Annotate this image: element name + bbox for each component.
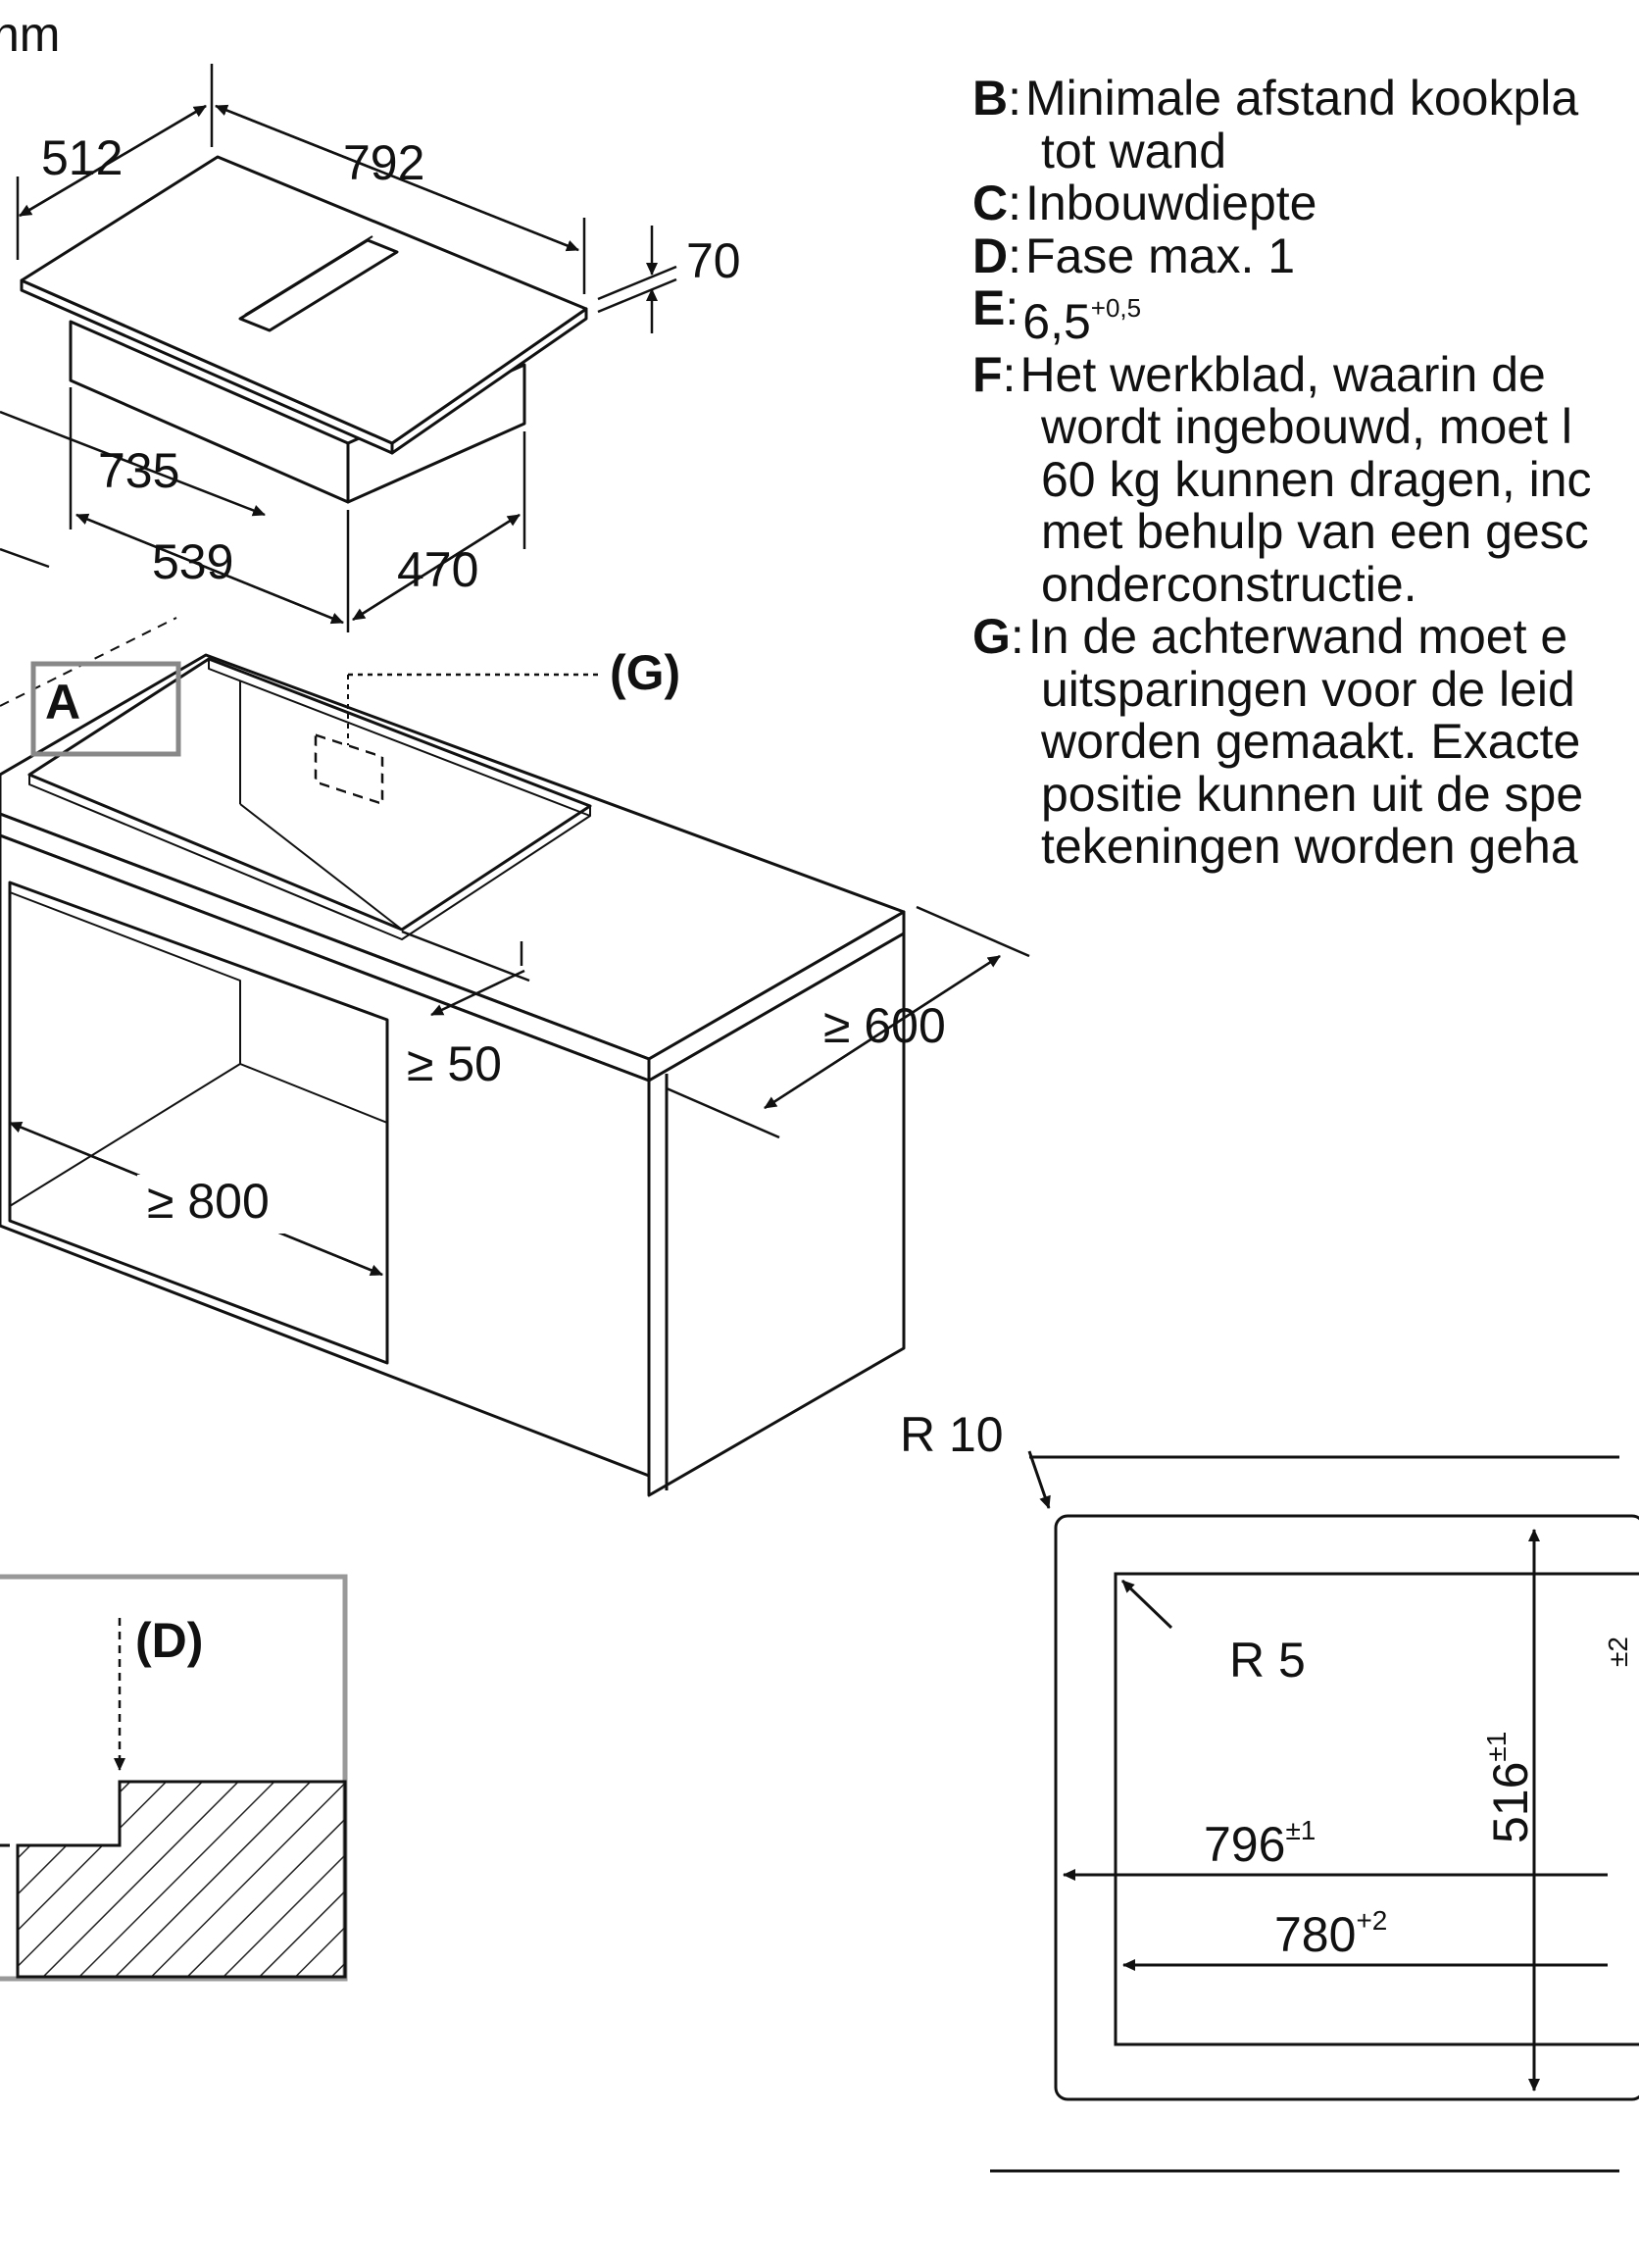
legend-item-f-cont-4: onderconstructie. <box>1041 556 1417 612</box>
projection-line <box>0 617 177 707</box>
detail-d-hatch <box>16 1780 347 1979</box>
dim-width-min: ≥ 800 <box>147 1174 270 1229</box>
dim-cutout-height-value: 516 <box>1483 1762 1538 1843</box>
legend-item-g-cont-4: tekeningen worden geha <box>1041 819 1578 874</box>
dim-cutout-height-tol: ±1 <box>1481 1732 1512 1762</box>
detail-a-box <box>30 661 181 757</box>
legend-item-c: C:Inbouwdiepte <box>972 176 1317 230</box>
unit-label: nm <box>0 7 60 62</box>
dim-outer-width-tol: ±1 <box>1285 1815 1316 1845</box>
dim-outer-radius: R 10 <box>900 1407 1004 1462</box>
cutout-outer <box>1054 1514 1639 2101</box>
dim-front-gap: ≥ 50 <box>407 1036 502 1091</box>
detail-d-label: (D) <box>135 1613 203 1668</box>
cabinet-drawing <box>0 653 906 1497</box>
legend-item-g-cont-3: positie kunnen uit de spe <box>1041 766 1584 822</box>
recess-box <box>314 732 384 806</box>
legend-item-f: F:Het werkblad, waarin de <box>972 346 1546 402</box>
dim-hob-box-offset: 539 <box>152 534 233 589</box>
legend-item-f-cont-2: 60 kg kunnen dragen, inc <box>1041 451 1592 507</box>
legend-item-b-cont: tot wand <box>1041 123 1227 178</box>
legend: B:Minimale afstand kookpla tot wand C:In… <box>972 71 1639 874</box>
dim-outer-width: 796±1 <box>1204 1815 1316 1872</box>
legend-item-f-cont-3: met behulp van een gesc <box>1041 504 1589 559</box>
cutout-inner <box>1114 1572 1639 2046</box>
legend-item-g-cont-1: uitsparingen voor de leid <box>1041 661 1575 717</box>
recess-label: (G) <box>610 645 680 700</box>
hob-dimension-lines <box>0 64 677 632</box>
dim-hob-box-depth: 470 <box>397 542 478 597</box>
cabinet-side <box>647 932 906 1497</box>
dim-hob-box-width: 735 <box>98 443 179 498</box>
legend-item-g: G:In de achterwand moet e <box>972 609 1568 664</box>
legend-item-g-cont-2: worden gemaakt. Exacte <box>1041 714 1581 769</box>
cutout-drawing <box>990 1450 1639 2173</box>
detail-a-label: A <box>45 675 80 730</box>
dim-inner-width-value: 780 <box>1274 1907 1356 1962</box>
detail-d: (D) <box>0 1574 348 1982</box>
hob-drawing <box>20 155 588 504</box>
dim-depth-min: ≥ 600 <box>823 998 946 1053</box>
legend-item-f-cont-1: wordt ingebouwd, moet l <box>1041 399 1572 454</box>
dim-outer-width-value: 796 <box>1204 1817 1285 1872</box>
legend-item-b: B:Minimale afstand kookpla <box>972 71 1579 126</box>
dim-cutout-height: 516±1 <box>1481 1732 1538 1843</box>
dim-inner-radius: R 5 <box>1229 1633 1306 1688</box>
dim-hob-depth: 512 <box>41 130 123 185</box>
dim-hob-height: 70 <box>686 233 741 288</box>
dim-hob-width: 792 <box>343 135 424 190</box>
legend-item-e: E:6,5+0,5 <box>972 280 1142 349</box>
dim-inner-width-tol: +2 <box>1356 1905 1387 1936</box>
dim-right-clip: ±2 <box>1603 1637 1633 1667</box>
dim-inner-width: 780+2 <box>1274 1905 1387 1962</box>
legend-item-d: D:Fase max. 1 <box>972 227 1296 283</box>
